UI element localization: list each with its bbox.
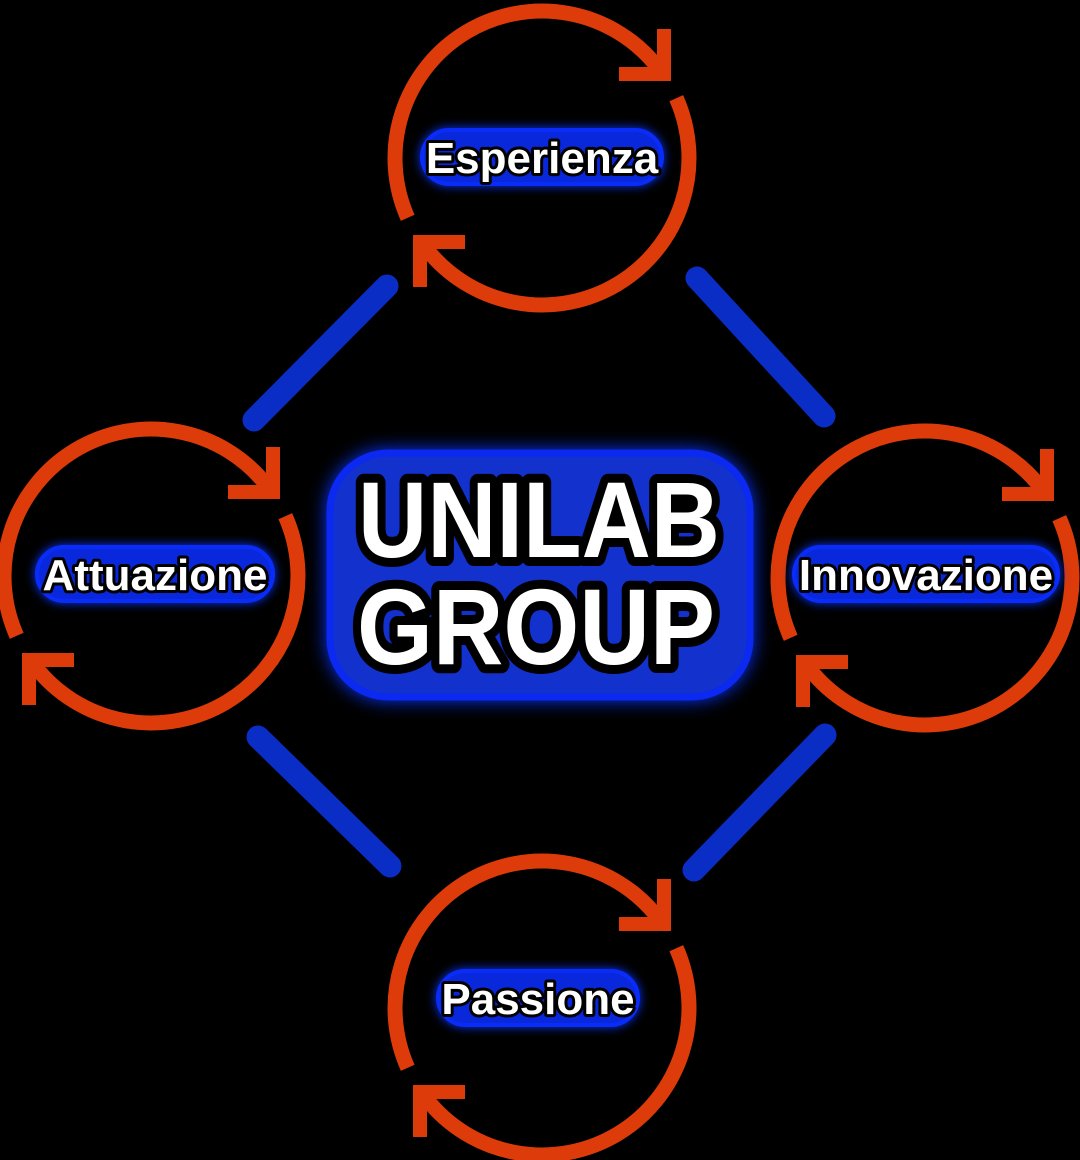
center-title-line1: UNILAB: [358, 459, 720, 580]
connector-arrow-bottom-right: [682, 723, 837, 882]
node-right: Innovazione: [792, 545, 1060, 603]
connector-arrow-bottom-left: [246, 725, 402, 878]
node-left: Attuazione: [35, 545, 275, 603]
node-label-right: Innovazione: [799, 551, 1053, 600]
center-title: UNILAB GROUP: [326, 449, 754, 701]
center-title-line2: GROUP: [357, 566, 715, 687]
node-label-left: Attuazione: [43, 551, 268, 600]
node-bottom: Passione: [436, 969, 640, 1027]
connector-arrow-top-left: [242, 274, 399, 432]
node-label-top: Esperienza: [426, 134, 659, 183]
label-pill: [420, 128, 664, 186]
label-pill: [792, 545, 1060, 603]
node-top: Esperienza: [420, 128, 664, 186]
label-pill: [35, 545, 275, 603]
node-label-bottom: Passione: [441, 975, 634, 1024]
connector-arrow-top-right: [685, 266, 836, 428]
center-title-pill: [326, 449, 754, 701]
label-pill: [436, 969, 640, 1027]
